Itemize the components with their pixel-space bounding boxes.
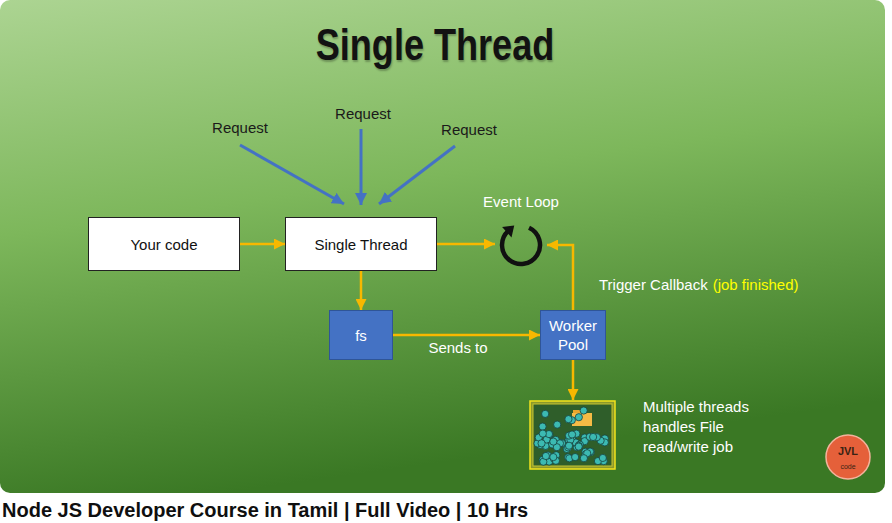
thread-dot bbox=[565, 416, 572, 423]
loop-arrowhead bbox=[502, 226, 514, 238]
thread-dot bbox=[568, 431, 575, 438]
loop-arrow-symbol bbox=[495, 219, 547, 271]
thread-dot bbox=[580, 455, 587, 462]
caption-text: Multiple threads handles File read/write… bbox=[643, 397, 793, 457]
event-loop-icon: Event Loop bbox=[495, 219, 547, 271]
thread-dot bbox=[539, 430, 546, 437]
thread-dot bbox=[575, 443, 582, 450]
node-label: Worker Pool bbox=[547, 316, 599, 354]
request-arrow bbox=[379, 146, 455, 204]
flow-arrow bbox=[240, 243, 285, 246]
thread-dot bbox=[546, 431, 553, 438]
flow-arrow bbox=[547, 245, 573, 310]
thread-dot bbox=[550, 453, 557, 460]
pool-frame bbox=[530, 401, 615, 469]
logo-badge bbox=[826, 435, 870, 479]
video-title: Node JS Developer Course in Tamil | Full… bbox=[2, 499, 528, 522]
node-label: fs bbox=[355, 326, 367, 345]
flow-arrow bbox=[437, 243, 495, 246]
node-label: Single Thread bbox=[314, 235, 407, 254]
request-arrow bbox=[360, 129, 363, 205]
thread-dot bbox=[572, 453, 579, 460]
thread-dot bbox=[554, 421, 561, 428]
module-box: fs bbox=[329, 310, 393, 360]
node-label: Event Loop bbox=[483, 192, 559, 211]
process-box: Single Thread bbox=[285, 217, 437, 271]
request-label: Request bbox=[212, 119, 268, 136]
thread-pool-picture: Multiple threads handles File read/write… bbox=[529, 400, 616, 470]
status-note: (job finished) bbox=[713, 276, 799, 293]
thread-dot bbox=[575, 414, 582, 421]
node-label: Your code bbox=[130, 235, 197, 254]
worker-pool-box: Worker Pool bbox=[540, 310, 606, 360]
edge-label: Sends to bbox=[428, 339, 487, 356]
request-label: Request bbox=[441, 121, 497, 138]
request-arrow bbox=[240, 145, 344, 204]
logo-text: code bbox=[840, 463, 855, 470]
thread-dot bbox=[550, 438, 557, 445]
thread-dot bbox=[542, 452, 549, 459]
flow-arrow bbox=[393, 334, 540, 337]
thread-dot bbox=[590, 433, 597, 440]
green-background bbox=[0, 0, 885, 493]
input-box: Your code bbox=[88, 217, 240, 271]
pool-ground bbox=[533, 404, 612, 466]
logo-text: JVL bbox=[838, 445, 858, 457]
thread-dot bbox=[542, 410, 549, 417]
request-label: Request bbox=[335, 105, 391, 122]
edge-label: Trigger Callback bbox=[599, 276, 708, 293]
flow-arrow bbox=[360, 271, 363, 310]
thread-dot bbox=[539, 423, 546, 430]
thread-dot bbox=[599, 454, 606, 461]
flow-arrow bbox=[572, 360, 575, 400]
thread-dot bbox=[538, 440, 545, 447]
slide-title: Single Thread bbox=[316, 20, 555, 70]
thread-dot bbox=[580, 407, 587, 414]
thread-pool-illustration bbox=[529, 400, 616, 470]
thread-dot bbox=[565, 442, 572, 449]
thread-dot bbox=[575, 442, 582, 449]
